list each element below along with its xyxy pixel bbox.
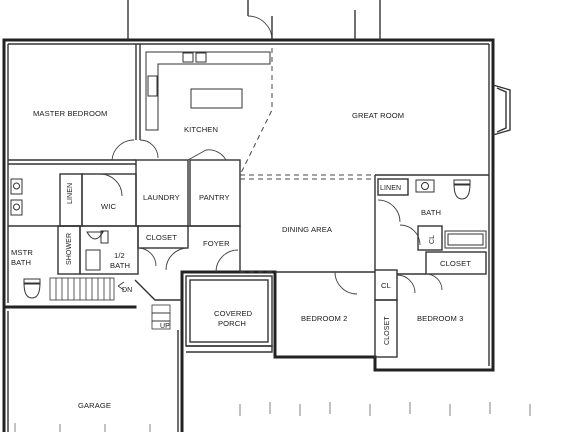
- label-wic: WIC: [101, 202, 116, 211]
- label-laundry: LAUNDRY: [143, 193, 180, 202]
- label-linen-right: LINEN: [380, 185, 401, 192]
- label-half-bath: BATH: [110, 261, 130, 270]
- label-dining-area: DINING AREA: [282, 225, 333, 234]
- label-closet-vertical: CLOSET: [384, 316, 391, 345]
- exterior-walls: [2, 38, 511, 372]
- garage-door-ticks: [14, 402, 531, 432]
- label-covered: COVERED: [214, 309, 253, 318]
- label-mstr-bath: BATH: [11, 258, 31, 267]
- rear-entry-lines: [127, 0, 381, 41]
- label-porch: PORCH: [218, 319, 246, 328]
- label-foyer: FOYER: [203, 239, 230, 248]
- label-shower: SHOWER: [66, 233, 73, 265]
- label-pantry: PANTRY: [199, 193, 230, 202]
- label-garage: GARAGE: [78, 401, 111, 410]
- label-closet-center: CLOSET: [146, 233, 177, 242]
- label-cl-bath: CL: [429, 235, 436, 244]
- label-bedroom-2: BEDROOM 2: [301, 314, 347, 323]
- label-stair-dn: DN: [122, 287, 132, 294]
- label-half: 1/2: [114, 251, 125, 260]
- label-linen-left: LINEN: [67, 183, 74, 204]
- label-cl-small: CL: [381, 281, 391, 290]
- label-kitchen: KITCHEN: [184, 125, 218, 134]
- label-bedroom-3: BEDROOM 3: [417, 314, 463, 323]
- label-mstr: MSTR: [11, 248, 33, 257]
- label-master-bedroom: MASTER BEDROOM: [33, 109, 107, 118]
- interior-walls: [2, 44, 489, 432]
- label-stair-up: UP: [160, 323, 170, 330]
- label-bath-right: BATH: [421, 208, 441, 217]
- label-closet-right: CLOSET: [440, 259, 471, 268]
- room-labels: MASTER BEDROOM KITCHEN GREAT ROOM LINEN …: [11, 109, 471, 410]
- label-great-room: GREAT ROOM: [352, 111, 404, 120]
